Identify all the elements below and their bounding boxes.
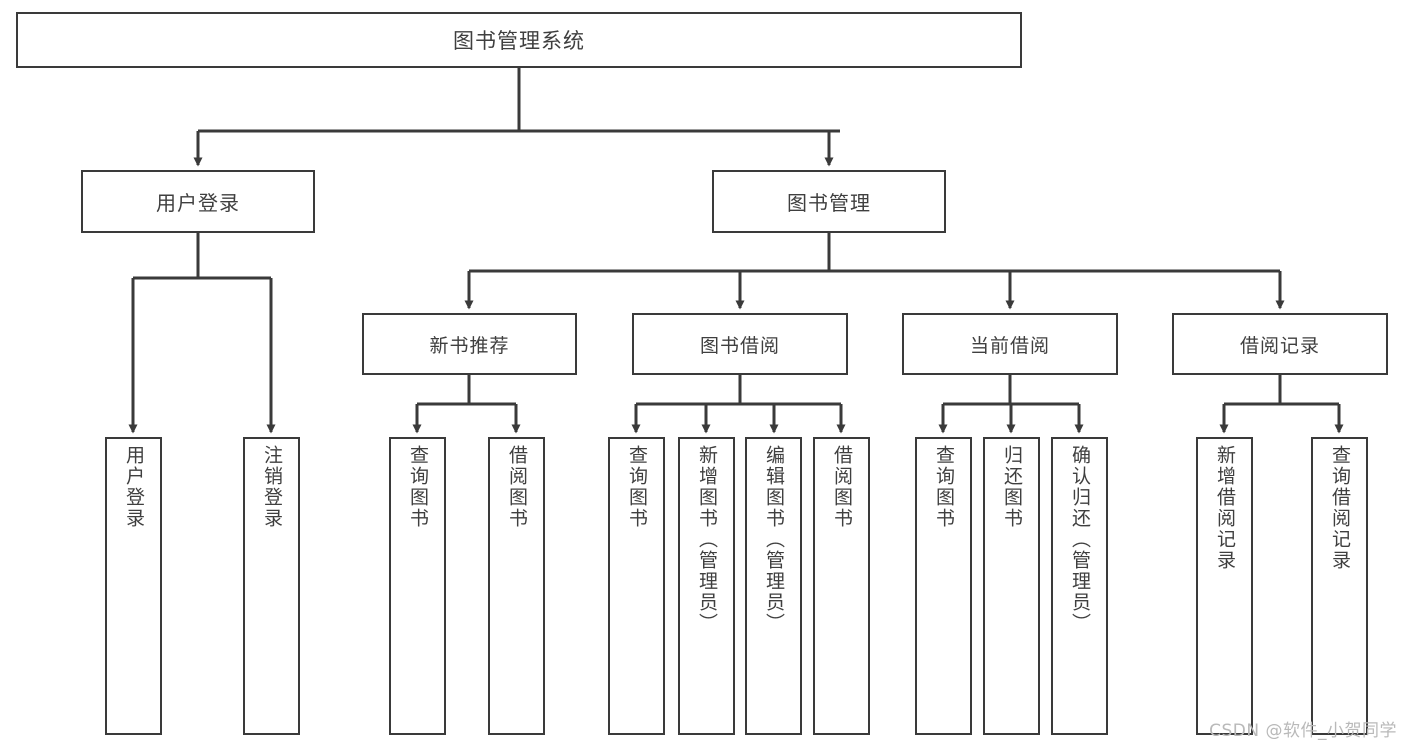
leaf-borrow-book[interactable]: 借阅图书 (813, 437, 870, 735)
node-new-book-recommendation[interactable]: 新书推荐 (362, 313, 577, 375)
node-label: 查询图书 (626, 445, 648, 529)
watermark-text: CSDN @软件_小贺同学 (1209, 721, 1397, 741)
node-label: 用户登录 (123, 445, 145, 529)
leaf-query-book-new[interactable]: 查询图书 (389, 437, 446, 735)
node-user-login[interactable]: 用户登录 (81, 170, 315, 233)
leaf-confirm-return-admin[interactable]: 确认归还（管理员） (1051, 437, 1108, 735)
node-label: 图书管理系统 (453, 29, 585, 53)
node-root-book-management-system[interactable]: 图书管理系统 (16, 12, 1022, 68)
node-label: 当前借阅 (969, 334, 1050, 357)
node-label: 借阅图书 (831, 445, 853, 529)
leaf-add-borrow-record[interactable]: 新增借阅记录 (1196, 437, 1253, 735)
leaf-return-book[interactable]: 归还图书 (983, 437, 1040, 735)
node-label: 归还图书 (1001, 445, 1023, 529)
leaf-query-borrow-record[interactable]: 查询借阅记录 (1311, 437, 1368, 735)
node-label: 编辑图书（管理员） (763, 445, 785, 634)
leaf-user-logout[interactable]: 注销登录 (243, 437, 300, 735)
node-label: 查询图书 (407, 445, 429, 529)
node-book-borrowing[interactable]: 图书借阅 (632, 313, 848, 375)
node-label: 图书管理 (787, 191, 871, 215)
node-label: 图书借阅 (699, 334, 780, 357)
leaf-query-book-current[interactable]: 查询图书 (915, 437, 972, 735)
leaf-borrow-book-new[interactable]: 借阅图书 (488, 437, 545, 735)
leaf-user-login[interactable]: 用户登录 (105, 437, 162, 735)
node-label: 借阅记录 (1239, 334, 1320, 357)
leaf-query-book-borrow[interactable]: 查询图书 (608, 437, 665, 735)
node-label: 新书推荐 (429, 334, 510, 357)
node-label: 注销登录 (261, 445, 283, 529)
node-current-borrowing[interactable]: 当前借阅 (902, 313, 1118, 375)
node-borrowing-records[interactable]: 借阅记录 (1172, 313, 1388, 375)
leaf-add-book-admin[interactable]: 新增图书（管理员） (678, 437, 735, 735)
node-label: 确认归还（管理员） (1069, 445, 1091, 634)
node-book-management[interactable]: 图书管理 (712, 170, 946, 233)
node-label: 借阅图书 (506, 445, 528, 529)
node-label: 新增借阅记录 (1214, 445, 1236, 571)
node-label: 新增图书（管理员） (696, 445, 718, 634)
leaf-edit-book-admin[interactable]: 编辑图书（管理员） (745, 437, 802, 735)
node-label: 查询借阅记录 (1329, 445, 1351, 571)
node-label: 查询图书 (933, 445, 955, 529)
node-label: 用户登录 (156, 191, 240, 215)
